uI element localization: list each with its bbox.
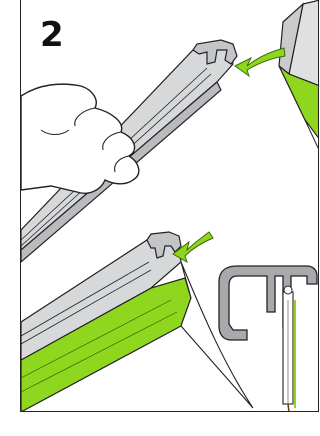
- arrow-icon-top: [235, 48, 285, 76]
- assembled-profile: [21, 232, 253, 412]
- profile-rail-with-hand: [21, 40, 237, 262]
- instruction-panel: 2: [20, 0, 319, 412]
- assembly-illustration: [21, 0, 319, 412]
- profile-cross-section: [219, 266, 317, 412]
- fabric-edge-insert: [279, 0, 319, 152]
